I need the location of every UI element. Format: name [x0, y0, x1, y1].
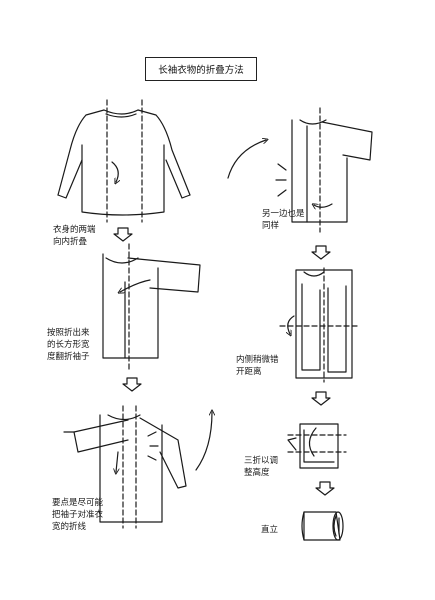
sweater-flat-illustration [57, 99, 191, 223]
title-box: 长袖衣物的折叠方法 [145, 57, 257, 81]
second-side-illustration [227, 107, 373, 233]
offset-layers-illustration [279, 267, 361, 383]
step-label-2: 按照折出来 的长方形宽 度翻折袖子 [47, 328, 90, 362]
down-arrow-2 [122, 377, 142, 392]
down-arrow-3 [311, 245, 331, 260]
standing-fold-illustration [301, 511, 344, 541]
diagram-title: 长袖衣物的折叠方法 [158, 65, 244, 76]
down-arrow-4 [311, 391, 331, 406]
down-arrow-1 [113, 227, 133, 242]
step-label-6: 三折以调 整高度 [244, 456, 279, 478]
sleeve-folded-illustration [63, 405, 212, 529]
sleeve-fold-illustration [102, 243, 201, 373]
step-label-5: 内侧稍微错 开距离 [236, 355, 279, 377]
step-label-1: 衣身的两端 向内折叠 [53, 225, 96, 247]
down-arrow-5 [315, 481, 335, 496]
step-label-4: 另一边也是 同样 [262, 209, 305, 231]
step-label-7: 直立 [261, 525, 279, 535]
trifold-illustration [287, 423, 347, 469]
step-label-3: 要点是尽可能 把袖子对准衣 宽的折线 [52, 498, 104, 532]
